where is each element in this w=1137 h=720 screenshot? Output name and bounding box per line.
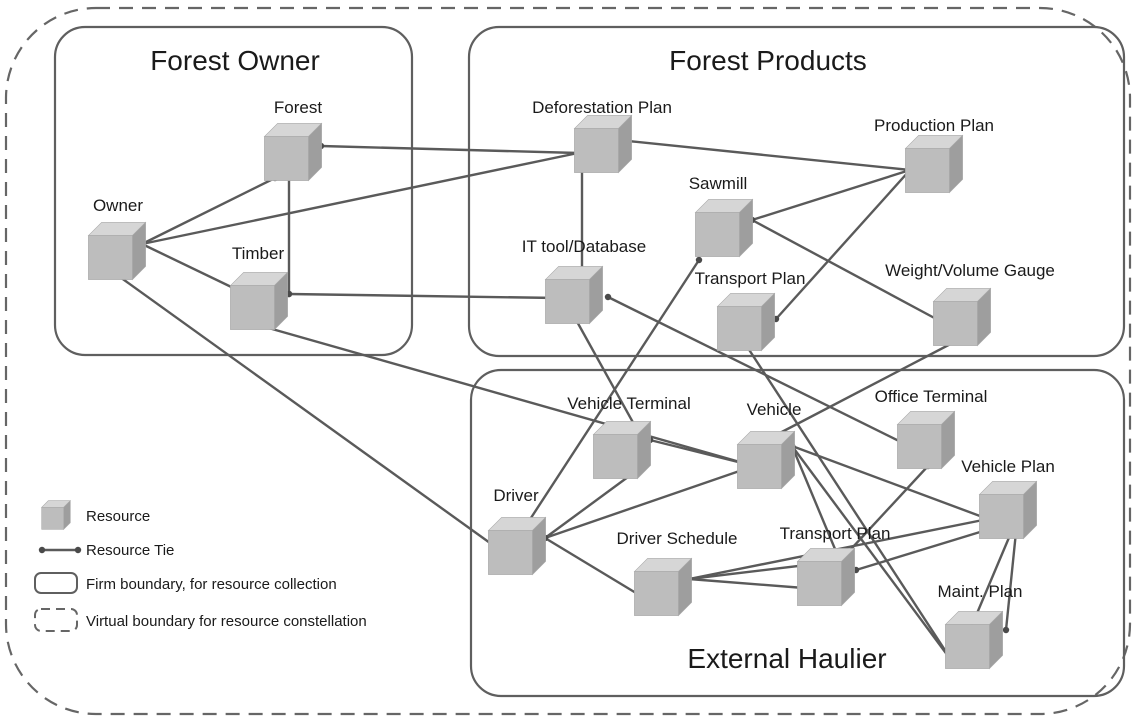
external-haulier-title: External Haulier xyxy=(687,643,886,674)
sawmill-cube xyxy=(694,198,754,258)
legend-tie-label: Resource Tie xyxy=(86,542,174,559)
driver-label: Driver xyxy=(493,486,539,505)
legend-resource-label: Resource xyxy=(86,508,150,525)
resource-tie xyxy=(607,295,904,445)
sawmill-label: Sawmill xyxy=(689,174,748,193)
resource-tie xyxy=(320,144,579,155)
resource-tie-endpoint xyxy=(604,293,612,301)
owner-label: Owner xyxy=(93,196,143,215)
legend: Resource Resource Tie Firm boundary, for… xyxy=(34,499,367,632)
resource-tie xyxy=(141,176,276,246)
transport-plan-fp-cube xyxy=(716,292,776,352)
resource-tie xyxy=(751,168,911,222)
forest-cube xyxy=(263,122,323,182)
forest-products-title: Forest Products xyxy=(669,45,867,76)
resource-tie xyxy=(544,464,755,540)
forest-label: Forest xyxy=(274,98,322,117)
maint-plan-label: Maint. Plan xyxy=(937,582,1022,601)
forest-owner-title: Forest Owner xyxy=(150,45,320,76)
virtual-boundary xyxy=(4,6,1132,716)
legend-virtual-boundary-icon xyxy=(34,608,78,632)
resource-tie xyxy=(790,445,842,562)
maint-plan-cube xyxy=(944,610,1004,670)
office-terminal-label: Office Terminal xyxy=(875,387,988,406)
weight-gauge-label: Weight/Volume Gauge xyxy=(885,261,1055,280)
vehicle-terminal-label: Vehicle Terminal xyxy=(567,394,690,413)
legend-firm-boundary-label: Firm boundary, for resource collection xyxy=(86,576,337,593)
driver-cube xyxy=(487,516,547,576)
resource-tie xyxy=(141,151,579,246)
legend-tie-dot-left xyxy=(38,546,46,554)
resource-tie xyxy=(1004,531,1018,631)
resource-tie xyxy=(649,438,755,468)
resource-tie-endpoint xyxy=(1002,626,1010,634)
vehicle-cube xyxy=(736,430,796,490)
resource-tie xyxy=(112,271,498,549)
resource-tie xyxy=(627,139,911,172)
timber-label: Timber xyxy=(232,244,285,263)
resource-tie xyxy=(573,317,637,427)
resource-tie xyxy=(791,445,955,665)
driver-schedule-label: Driver Schedule xyxy=(617,529,738,548)
resource-tie xyxy=(525,259,701,525)
legend-firm-boundary-icon xyxy=(34,572,78,594)
external-haulier-boundary xyxy=(469,368,1126,698)
legend-resource-icon xyxy=(40,499,72,531)
timber-cube xyxy=(229,271,289,331)
driver-schedule-cube xyxy=(633,557,693,617)
transport-plan-fp-label: Transport Plan xyxy=(695,269,806,288)
production-plan-cube xyxy=(904,134,964,194)
deforestation-plan-cube xyxy=(573,114,633,174)
it-tool-label: IT tool/Database xyxy=(522,237,646,256)
deforestation-plan-label: Deforestation Plan xyxy=(532,98,672,117)
resource-tie-endpoint xyxy=(695,256,703,264)
legend-virtual-boundary-label: Virtual boundary for resource constellat… xyxy=(86,613,367,630)
resource-tie xyxy=(544,473,633,539)
it-tool-cube xyxy=(544,265,604,325)
vehicle-plan-cube xyxy=(978,480,1038,540)
legend-cube-shape xyxy=(40,499,72,531)
resource-tie xyxy=(544,536,642,598)
resources xyxy=(87,114,1038,670)
transport-plan-eh-cube xyxy=(796,547,856,607)
transport-plan-eh-label: Transport Plan xyxy=(780,524,891,543)
resource-tie xyxy=(791,444,989,521)
owner-cube xyxy=(87,221,147,281)
vehicle-plan-label: Vehicle Plan xyxy=(961,457,1055,476)
vehicle-label: Vehicle xyxy=(747,400,802,419)
resource-tie xyxy=(775,169,911,320)
forest-owner-boundary xyxy=(53,25,414,357)
forest-products-boundary xyxy=(467,25,1126,358)
legend-tie-dot-right xyxy=(74,546,82,554)
resource-tie xyxy=(751,218,941,323)
resource-tie xyxy=(775,336,963,437)
resource-tie xyxy=(288,292,559,300)
resource-tie xyxy=(744,344,956,665)
resource-tie xyxy=(688,577,805,590)
weight-gauge-cube xyxy=(932,287,992,347)
production-plan-label: Production Plan xyxy=(874,116,994,135)
vehicle-terminal-cube xyxy=(592,420,652,480)
resource-tie xyxy=(257,323,755,468)
office-terminal-cube xyxy=(896,410,956,470)
